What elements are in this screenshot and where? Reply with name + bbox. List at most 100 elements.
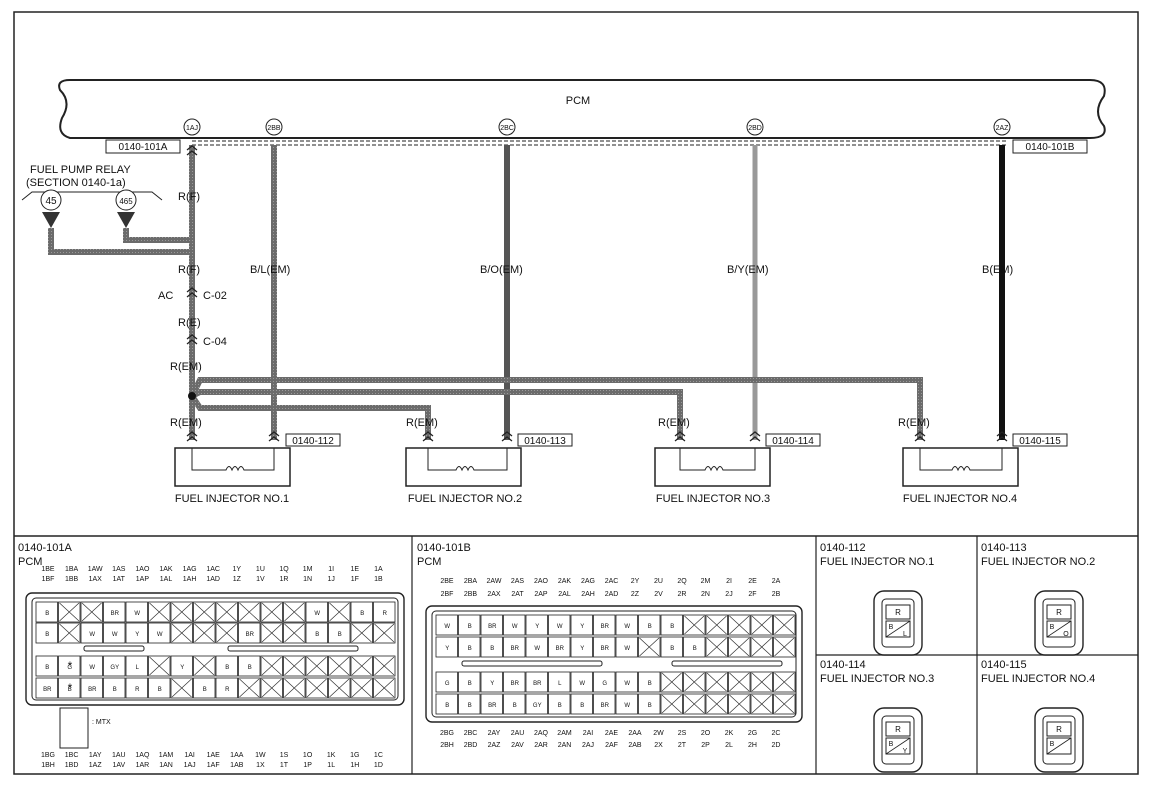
pin-cell: [80, 622, 103, 644]
empty-pin: [751, 615, 772, 635]
star-mark: *: [68, 659, 73, 673]
pin-number: 2Z: [631, 591, 640, 598]
pcm-connector-b-inner: [431, 610, 797, 718]
pin-number: 1AL: [160, 576, 173, 583]
injector-name: FUEL INJECTOR NO.1: [175, 493, 289, 505]
empty-pin: [729, 672, 750, 692]
pin-number: 1AG: [183, 566, 197, 573]
empty-pin: [774, 694, 795, 714]
pin-number: 2L: [725, 742, 733, 749]
pin-color: BR: [511, 681, 520, 687]
fuel-injector-3: 0140-114 FUEL INJECTOR NO.3: [654, 433, 821, 505]
pin-number: 1Q: [279, 566, 289, 573]
pin-number: 1Y: [233, 566, 242, 573]
pin-cell: [503, 671, 526, 693]
empty-pin: [284, 602, 305, 622]
relay-bracket: [21, 191, 163, 201]
empty-pin: [661, 694, 682, 714]
pin-cell: [58, 655, 81, 677]
pin-cell: [80, 677, 103, 699]
pin-number: 2BE: [440, 578, 454, 585]
pin-color: R: [1056, 725, 1062, 734]
pin-number: 1AM: [159, 752, 174, 759]
pin-color: Y: [903, 748, 908, 755]
pin-number: 1AN: [159, 762, 173, 769]
injector-coil: [679, 448, 756, 472]
pin-color: B: [889, 741, 894, 748]
pin-number: 2AZ: [488, 742, 502, 749]
pin-cell: [458, 614, 481, 636]
empty-pin: [684, 672, 705, 692]
pin-color: B: [203, 687, 207, 693]
pin-cell: [435, 671, 458, 693]
pin-cell: [570, 636, 593, 658]
empty-pin: [81, 602, 102, 622]
pin-color: W: [624, 646, 630, 652]
pin-number: 2AX: [487, 591, 501, 598]
relay-section: (SECTION 0140-1a): [26, 177, 126, 189]
pin-number: 1AB: [230, 762, 244, 769]
pin-color: Y: [445, 646, 449, 652]
empty-pin: [194, 602, 215, 622]
wire-label-inj3: B/Y(EM): [727, 264, 769, 276]
pin-cell: [548, 614, 571, 636]
pin-color: W: [314, 611, 320, 617]
pin-cell: [548, 671, 571, 693]
pin-number: 2B: [772, 591, 781, 598]
pin-cell: [525, 636, 548, 658]
pin-color: BR: [111, 611, 120, 617]
pin-cell: [125, 655, 148, 677]
empty-pin: [684, 615, 705, 635]
pin-cell: [525, 614, 548, 636]
empty-pin: [661, 672, 682, 692]
pin-color: BR: [246, 632, 255, 638]
pin-cell: [373, 601, 396, 623]
pin-cell: [170, 655, 193, 677]
pin-number: 2E: [748, 578, 757, 585]
pin-cell: [103, 622, 126, 644]
pin-number: 1N: [303, 576, 312, 583]
pin-color: GY: [110, 665, 119, 671]
empty-pin: [171, 678, 192, 698]
pin-cell: [638, 693, 661, 715]
pin-color: B: [248, 665, 252, 671]
pin-color: BR: [488, 703, 497, 709]
pin-divider: [1046, 737, 1072, 755]
pin-number: 2P: [701, 742, 710, 749]
pcm-connector-left: 0140-101A: [119, 142, 168, 153]
pin-label: 2BC: [500, 125, 514, 132]
empty-pin: [216, 602, 237, 622]
empty-pin: [329, 678, 350, 698]
pin-divider: [1046, 620, 1072, 638]
pin-number: 1AK: [159, 566, 173, 573]
wire-branch-inj4: [189, 377, 923, 440]
pin-number: 1I: [328, 566, 334, 573]
pin-number: 2M: [701, 578, 711, 585]
injector-name: FUEL INJECTOR NO.4: [903, 493, 1017, 505]
pin-cell: [593, 671, 616, 693]
pcm-connector-right: 0140-101B: [1026, 142, 1075, 153]
pin-cell: [480, 614, 503, 636]
pin-number: 1AC: [206, 566, 220, 573]
pin-cell: [570, 693, 593, 715]
pin-color: G: [67, 665, 72, 671]
empty-pin: [751, 637, 772, 657]
injector-coil: [427, 448, 508, 472]
pin-color: B: [648, 624, 652, 630]
pin-cell: [80, 655, 103, 677]
empty-pin: [216, 623, 237, 643]
mtx-label: : MTX: [92, 719, 111, 726]
empty-pin: [284, 678, 305, 698]
empty-pin: [706, 672, 727, 692]
pin-cell: [148, 677, 171, 699]
pin-number: 1AJ: [184, 762, 196, 769]
pin-color: B: [445, 703, 449, 709]
pin-number: 2AO: [534, 578, 549, 585]
empty-pin: [774, 637, 795, 657]
